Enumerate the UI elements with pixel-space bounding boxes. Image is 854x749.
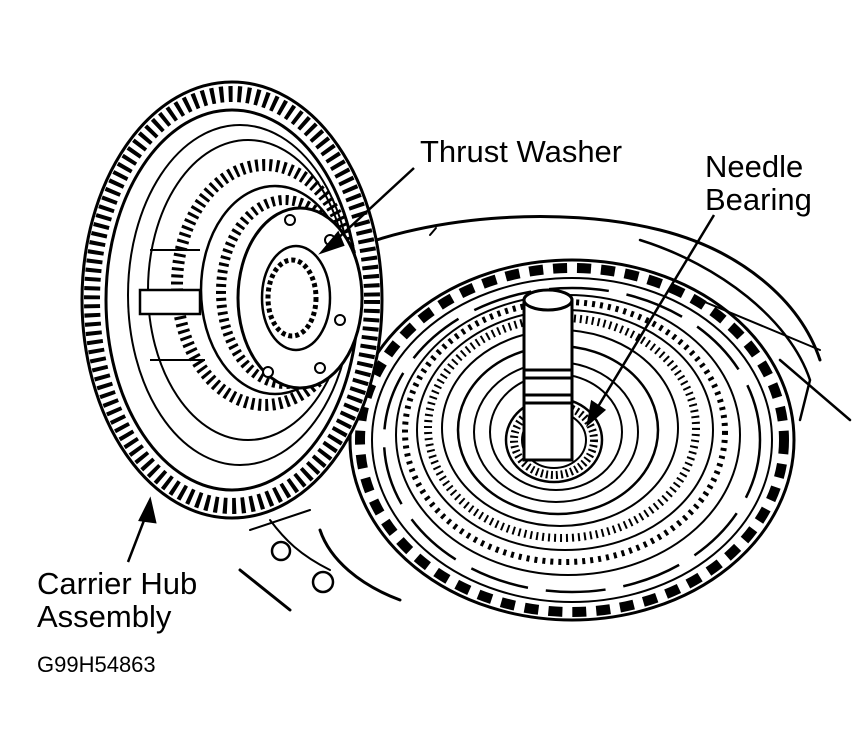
needle-bearing-leader <box>594 214 716 411</box>
needle-bearing-label-line2: Bearing <box>705 182 812 217</box>
thrust-washer <box>236 206 364 390</box>
carrier-hub-label-line2: Assembly <box>37 599 172 634</box>
carrier-hub-arrowhead <box>138 496 157 524</box>
needle-bearing-label-line1: Needle <box>705 149 804 184</box>
thrust-washer-arrowhead <box>318 230 345 255</box>
carrier-hub-label-line1: Carrier Hub <box>37 566 198 601</box>
figure-id: G99H54863 <box>37 652 156 677</box>
thrust-washer-leader <box>335 167 415 241</box>
needle-bearing-arrowhead <box>586 399 607 428</box>
input-shaft <box>522 288 574 462</box>
transmission-case <box>238 215 852 612</box>
leader-lines <box>126 167 716 563</box>
thrust-washer-label: Thrust Washer <box>420 134 623 169</box>
